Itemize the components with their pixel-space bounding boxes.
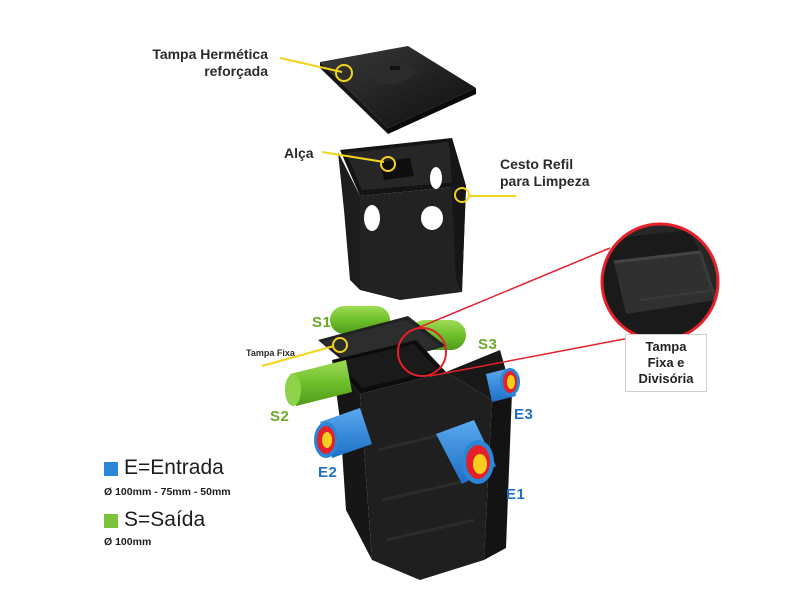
- inset-line2: Fixa e: [647, 355, 685, 370]
- port-label-e2: E2: [318, 464, 338, 481]
- callout-tampa-hermetica: [279, 57, 353, 82]
- callout-alca: [321, 151, 396, 172]
- callout-tampa-fixa: [261, 337, 348, 367]
- label-alca: Alça: [284, 145, 314, 161]
- legend-entrada-swatch: [104, 462, 118, 476]
- label-cesto-refil: Cesto Refil para Limpeza: [500, 156, 589, 190]
- callout-cesto: [454, 187, 516, 203]
- inlet-e2-pipe: [314, 408, 372, 458]
- zoom-highlight: [397, 247, 665, 377]
- port-label-s2: S2: [270, 408, 290, 425]
- inlet-e1-pipe: [436, 420, 496, 484]
- port-label-s3: S3: [478, 336, 498, 353]
- legend-entrada-sizes: Ø 100mm - 75mm - 50mm: [104, 486, 231, 498]
- cleaning-basket: [338, 138, 466, 300]
- inlet-e3-pipe: [486, 368, 520, 402]
- outlet-s2-pipe: [285, 360, 352, 406]
- zoom-inset: [600, 222, 720, 342]
- port-label-e1: E1: [506, 486, 526, 503]
- port-label-s1: S1: [312, 314, 332, 331]
- label-tampa-hermetica-line1: Tampa Hermética: [152, 46, 268, 62]
- label-tampa-fixa-divisoria: Tampa Fixa e Divisória: [625, 334, 707, 392]
- label-tampa-hermetica: Tampa Hermética reforçada: [100, 46, 268, 80]
- inset-line3: Divisória: [638, 371, 694, 386]
- legend-saida-swatch: [104, 514, 118, 528]
- legend-saida-sizes: Ø 100mm: [104, 536, 152, 548]
- label-tampa-fixa: Tampa Fixa: [246, 348, 295, 358]
- legend-saida-label: S=Saída: [124, 508, 206, 531]
- label-cesto-line1: Cesto Refil: [500, 156, 574, 172]
- label-cesto-line2: para Limpeza: [500, 173, 590, 189]
- inset-line1: Tampa: [645, 339, 687, 354]
- hermetic-lid: [320, 46, 476, 134]
- legend-entrada-label: E=Entrada: [124, 456, 224, 479]
- label-tampa-hermetica-line2: reforçada: [204, 63, 268, 79]
- port-label-e3: E3: [514, 406, 534, 423]
